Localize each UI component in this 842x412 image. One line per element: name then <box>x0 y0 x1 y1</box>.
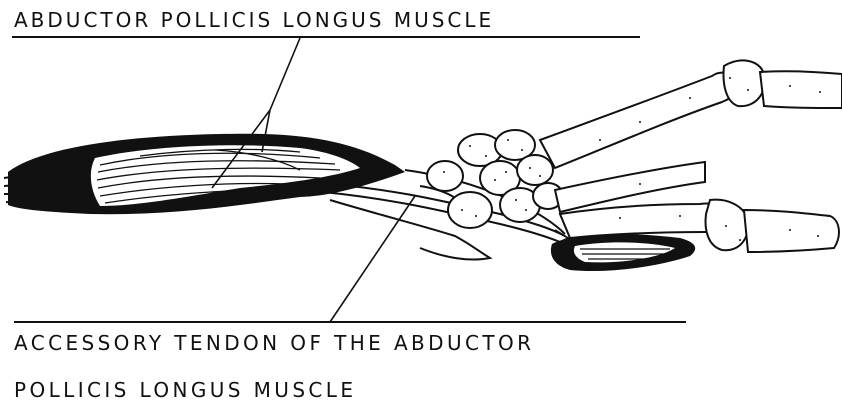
hand-bones <box>540 60 842 252</box>
muscle-belly <box>4 134 405 215</box>
accessory-muscle-belly <box>551 234 695 271</box>
